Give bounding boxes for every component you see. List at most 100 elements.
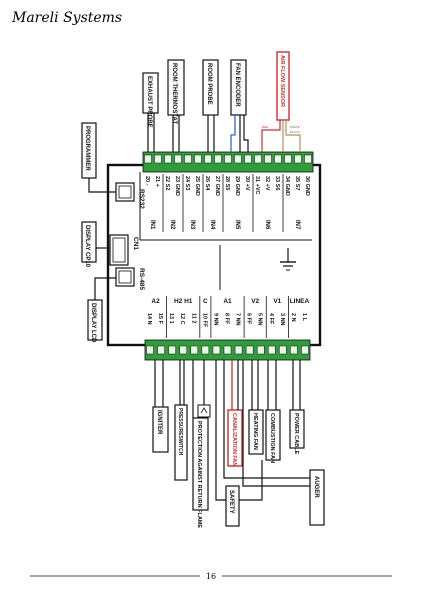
output-group-label: LINEA	[290, 298, 310, 305]
room-thermostat-device: ROOM THERMOSTAT	[167, 59, 185, 152]
input-group-label: IN2	[169, 220, 175, 230]
terminal-screw	[190, 345, 199, 355]
bottom-pin-label: 10 FF	[201, 313, 207, 328]
terminal-screw	[284, 154, 292, 164]
bottom-pin-label: 14 N	[146, 313, 152, 325]
svg-text:ROOM PROBE: ROOM PROBE	[206, 63, 212, 105]
svg-text:DISPLAY CP10: DISPLAY CP10	[84, 225, 90, 268]
top-pin-label: 31 +VC	[254, 176, 260, 195]
terminal-screw	[204, 154, 212, 164]
bottom-pin-label: 13 1	[168, 313, 174, 324]
svg-text:BLACK: BLACK	[290, 130, 300, 134]
top-pin-label: 25 GND	[194, 176, 200, 196]
display-lcd-device: DISPLAY LCD	[87, 277, 116, 343]
bottom-pin-label: 9 NN	[212, 313, 218, 326]
bottom-pin-label: 6 FF	[246, 313, 252, 325]
top-pin-label: 29 GND	[234, 176, 240, 196]
top-pin-label: 26 S4	[204, 176, 210, 191]
bottom-pin-label: 8 FF	[224, 313, 230, 325]
top-pin-label: 21 +	[154, 176, 160, 187]
terminal-screw	[304, 154, 312, 164]
top-pin-label: 27 GND	[214, 176, 220, 196]
ground-icon	[280, 248, 296, 271]
terminal-screw	[254, 154, 262, 164]
input-group-label: IN3	[189, 220, 195, 230]
terminal-screw	[144, 154, 152, 164]
terminal-screw	[168, 345, 176, 355]
cn1-port: CN1	[109, 234, 139, 266]
svg-text:WHITE: WHITE	[290, 125, 300, 129]
svg-text:DISPLAY LCD: DISPLAY LCD	[90, 303, 96, 343]
bottom-pin-label: 2 N	[290, 313, 296, 322]
bottom-pin-label: 4 FF	[268, 313, 274, 325]
bottom-pin-label: 3 NN	[279, 313, 285, 326]
terminal-screw	[184, 154, 192, 164]
svg-text:FAN ENCODER: FAN ENCODER	[234, 63, 240, 107]
power-cable-device: POWER CABLE	[289, 360, 305, 455]
input-group-label: IN6	[264, 220, 270, 230]
terminal-screw	[157, 345, 165, 355]
igniter-device: IGNITER	[152, 360, 169, 453]
terminal-screw	[268, 345, 276, 355]
exhaust-probe-device: EXHAUST PROBE	[142, 72, 159, 152]
terminal-screw	[245, 345, 254, 355]
svg-text:AIR FLOW SENSOR: AIR FLOW SENSOR	[279, 55, 285, 107]
svg-text:PROGRAMMER: PROGRAMMER	[84, 126, 90, 171]
svg-text:EXHAUST PROBE: EXHAUST PROBE	[146, 76, 152, 128]
output-group-label: V2	[251, 298, 259, 305]
terminal-screw	[214, 154, 222, 164]
svg-text:AUGER: AUGER	[313, 476, 319, 498]
output-group-label: A2	[151, 298, 160, 305]
programmer-device: PROGRAMMER	[81, 122, 116, 193]
top-pin-label: 22 S2	[164, 176, 170, 190]
combustion-fan-device: COMBUSTION FAN	[265, 360, 281, 463]
top-terminal-strip	[142, 151, 314, 173]
output-group-label: A1	[223, 298, 232, 305]
pressure-switch-device: PRESSURESWITCH	[174, 360, 188, 481]
output-group-label: V1	[273, 298, 281, 305]
input-group-label: IN5	[234, 220, 240, 230]
top-pin-label: 28 S5	[224, 176, 230, 190]
rs232-port: RS232	[115, 182, 145, 209]
room-probe-device: ROOM PROBE	[202, 59, 219, 152]
top-pin-label: 35 S7	[294, 176, 300, 190]
input-group-label: IN4	[209, 220, 215, 230]
rs232-label: RS232	[138, 189, 145, 209]
terminal-screw	[174, 154, 182, 164]
heating-fan-device: HEATING FAN	[248, 360, 264, 455]
svg-text:POWER CABLE: POWER CABLE	[293, 413, 299, 455]
terminal-screw	[301, 345, 309, 355]
rs485-port: RS-485	[115, 267, 145, 290]
cn1-label: CN1	[132, 237, 139, 250]
terminal-screw	[294, 154, 302, 164]
terminal-screw	[223, 345, 232, 355]
terminal-screw	[224, 154, 232, 164]
svg-text:PROTECTION AGAINST RETURN FLAM: PROTECTION AGAINST RETURN FLAME	[196, 421, 202, 528]
output-group-label: C	[203, 298, 208, 305]
terminal-screw	[279, 345, 287, 355]
top-pin-label: 20 -	[144, 176, 150, 186]
top-pin-label: 34 GND	[284, 176, 290, 196]
top-pin-label: 30 +V	[244, 176, 250, 191]
terminal-screw	[234, 345, 243, 355]
top-pin-label: 33 S6	[274, 176, 280, 190]
top-pin-label: 36 GND	[304, 176, 310, 196]
bottom-pin-label: 7 NN	[235, 313, 241, 326]
terminal-screw	[146, 345, 154, 355]
auger-device: AUGER	[223, 360, 325, 526]
svg-text:CANALIZATION FAN: CANALIZATION FAN	[231, 413, 237, 466]
terminal-screw	[264, 154, 272, 164]
terminal-screw	[179, 345, 187, 355]
bottom-pin-label: 1 L	[301, 313, 307, 322]
fan-encoder-device: FAN ENCODER	[230, 59, 249, 152]
svg-text:PRESSURESWITCH: PRESSURESWITCH	[177, 408, 183, 456]
terminal-screw	[154, 154, 162, 164]
terminal-screw	[244, 154, 252, 164]
terminal-screw	[212, 345, 221, 355]
svg-text:ROOM THERMOSTAT: ROOM THERMOSTAT	[171, 63, 177, 124]
top-pin-label: 23 GND	[174, 176, 180, 196]
